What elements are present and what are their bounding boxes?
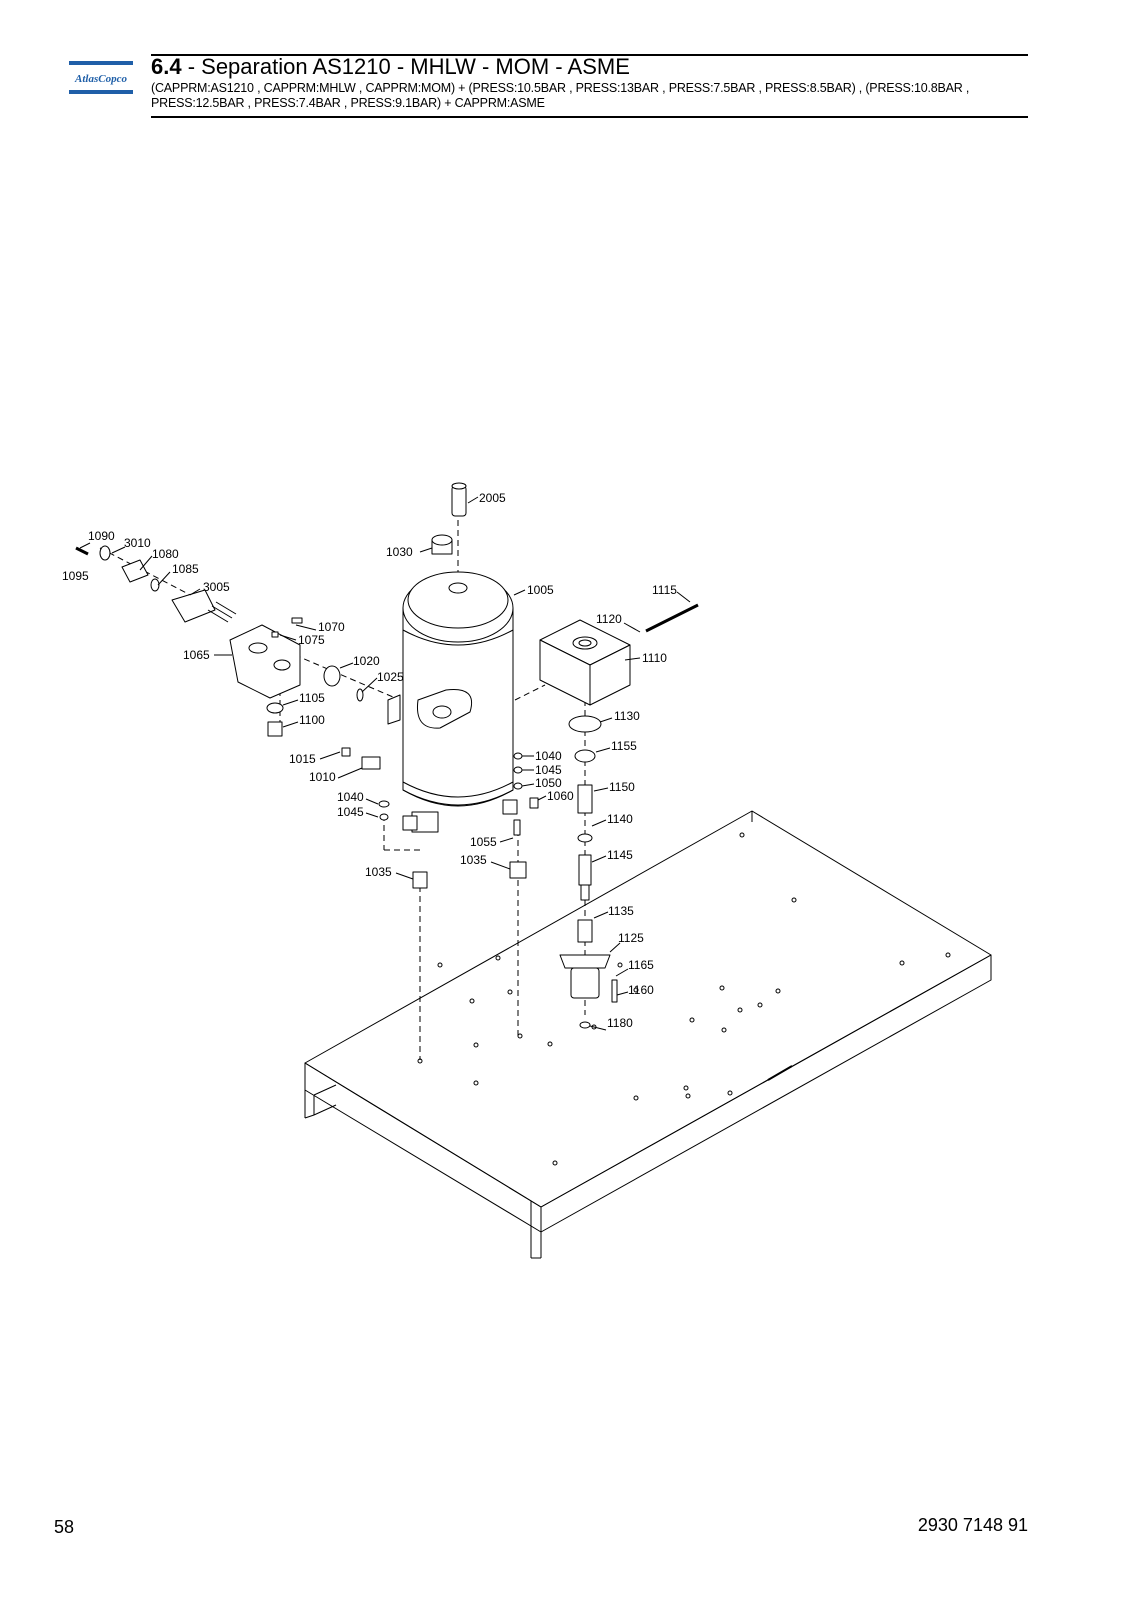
callout-1040-lower: 1040 (337, 790, 364, 804)
callout-3010: 3010 (124, 536, 151, 550)
part-1115-bolt (645, 603, 699, 633)
part-1110-block (539, 619, 631, 706)
section-title: - Separation AS1210 - MHLW - MOM - ASME (181, 54, 630, 79)
part-1010 (361, 756, 381, 770)
part-1150-spring (577, 784, 593, 814)
document-number: 2930 7148 91 (917, 1515, 1028, 1535)
callout-1050: 1050 (535, 776, 562, 790)
callout-1040: 1040 (535, 749, 562, 763)
callout-1165: 1165 (628, 958, 654, 972)
callout-1150: 1150 (609, 780, 635, 794)
callout-1035-left: 1035 (365, 865, 392, 879)
part-2005 (451, 482, 467, 517)
callout-1020: 1020 (353, 654, 380, 668)
callout-1025: 1025 (377, 670, 404, 684)
part-1105-oring (266, 702, 284, 714)
page-title: 6.4 - Separation AS1210 - MHLW - MOM - A… (151, 54, 630, 80)
part-1130-oring (568, 715, 602, 733)
left-valve-assembly (75, 545, 539, 889)
brand-logo-text: AtlasCopco (74, 73, 127, 85)
callout-1100: 1100 (299, 713, 325, 727)
page-subtitle: (CAPPRM:AS1210 , CAPPRM:MHLW , CAPPRM:MO… (151, 81, 970, 110)
callout-1035-right: 1035 (460, 853, 487, 867)
callout-1180: 1180 (607, 1016, 633, 1030)
separator-vessel (387, 571, 518, 833)
part-1125-housing (570, 967, 600, 999)
callout-1070: 1070 (318, 620, 345, 634)
header-top-rule (151, 54, 1028, 56)
callout-1045: 1045 (535, 763, 562, 777)
callout-1135: 1135 (608, 904, 634, 918)
callout-1145: 1145 (607, 848, 633, 862)
callout-1045-lower: 1045 (337, 805, 364, 819)
part-3005 (171, 589, 216, 623)
callout-3005: 3005 (203, 580, 230, 594)
callout-1075: 1075 (298, 633, 325, 647)
callout-1115: 1115 (652, 583, 677, 597)
callout-1090: 1090 (88, 529, 115, 543)
right-parts-stack (559, 715, 618, 1029)
callout-2005: 2005 (479, 491, 506, 505)
page-number: 58 (54, 1517, 75, 1537)
part-1020 (323, 665, 341, 687)
callout-1110: 1110 (642, 651, 667, 665)
callout-1095: 1095 (62, 569, 89, 583)
callout-1130: 1130 (614, 709, 640, 723)
part-1035-right (509, 861, 527, 879)
callout-1120: 1120 (596, 612, 622, 626)
callout-1060: 1060 (547, 789, 574, 803)
callout-1155: 1155 (611, 739, 637, 753)
base-frame-holes (417, 832, 951, 1166)
part-1030 (431, 534, 453, 555)
callout-1160: 1160 (628, 983, 654, 997)
callout-1065: 1065 (183, 648, 210, 662)
callout-1085: 1085 (172, 562, 199, 576)
brand-logo: AtlasCopco (69, 61, 133, 95)
callout-1140: 1140 (607, 812, 633, 826)
callout-leaders (79, 496, 691, 1031)
section-number: 6.4 (151, 54, 182, 79)
callout-1010: 1010 (309, 770, 336, 784)
callout-labels: 2005 1090 3010 1080 1095 1085 3005 1030 … (62, 491, 677, 1030)
part-1100-nipple (267, 721, 283, 737)
callout-1055: 1055 (470, 835, 497, 849)
callout-1125: 1125 (618, 931, 644, 945)
part-1080 (121, 559, 149, 583)
part-1015 (341, 747, 351, 757)
callout-1105: 1105 (299, 691, 325, 705)
callout-1015: 1015 (289, 752, 316, 766)
callout-1080: 1080 (152, 547, 179, 561)
part-1035-left (412, 871, 428, 889)
callout-1005: 1005 (527, 583, 554, 597)
part-1065-valve-body (229, 624, 301, 699)
header-bottom-rule (151, 116, 1028, 118)
part-1025 (356, 688, 364, 702)
base-frame (304, 810, 992, 1259)
callout-1030: 1030 (386, 545, 413, 559)
